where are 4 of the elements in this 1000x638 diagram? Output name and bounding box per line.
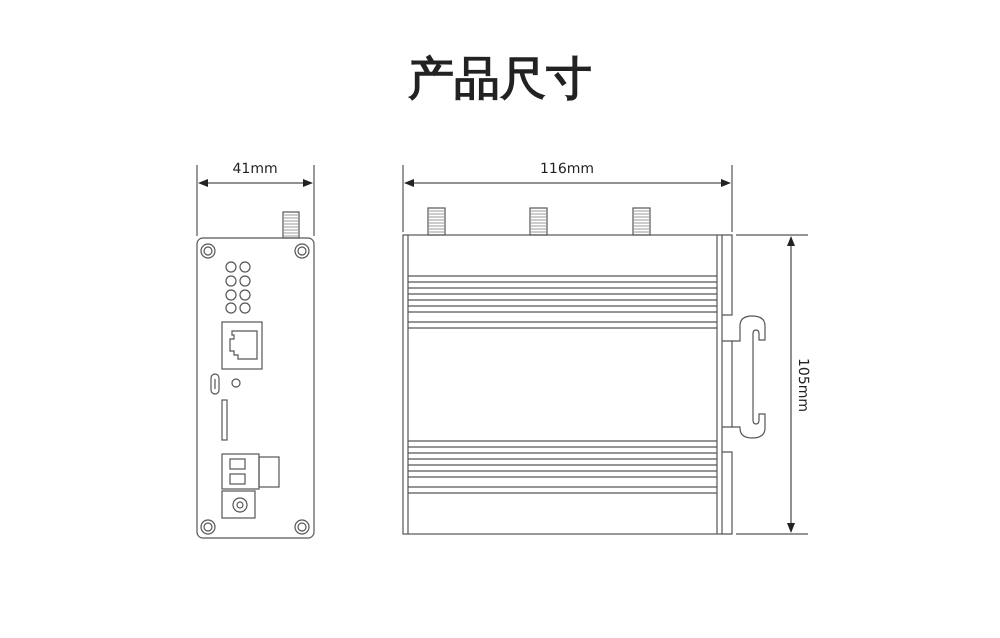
dimension-label: 116mm: [540, 162, 594, 176]
dimension-label: 41mm: [232, 162, 278, 176]
page-title: 产品尺寸: [406, 55, 593, 101]
dimension-label: 105mm: [796, 358, 810, 412]
